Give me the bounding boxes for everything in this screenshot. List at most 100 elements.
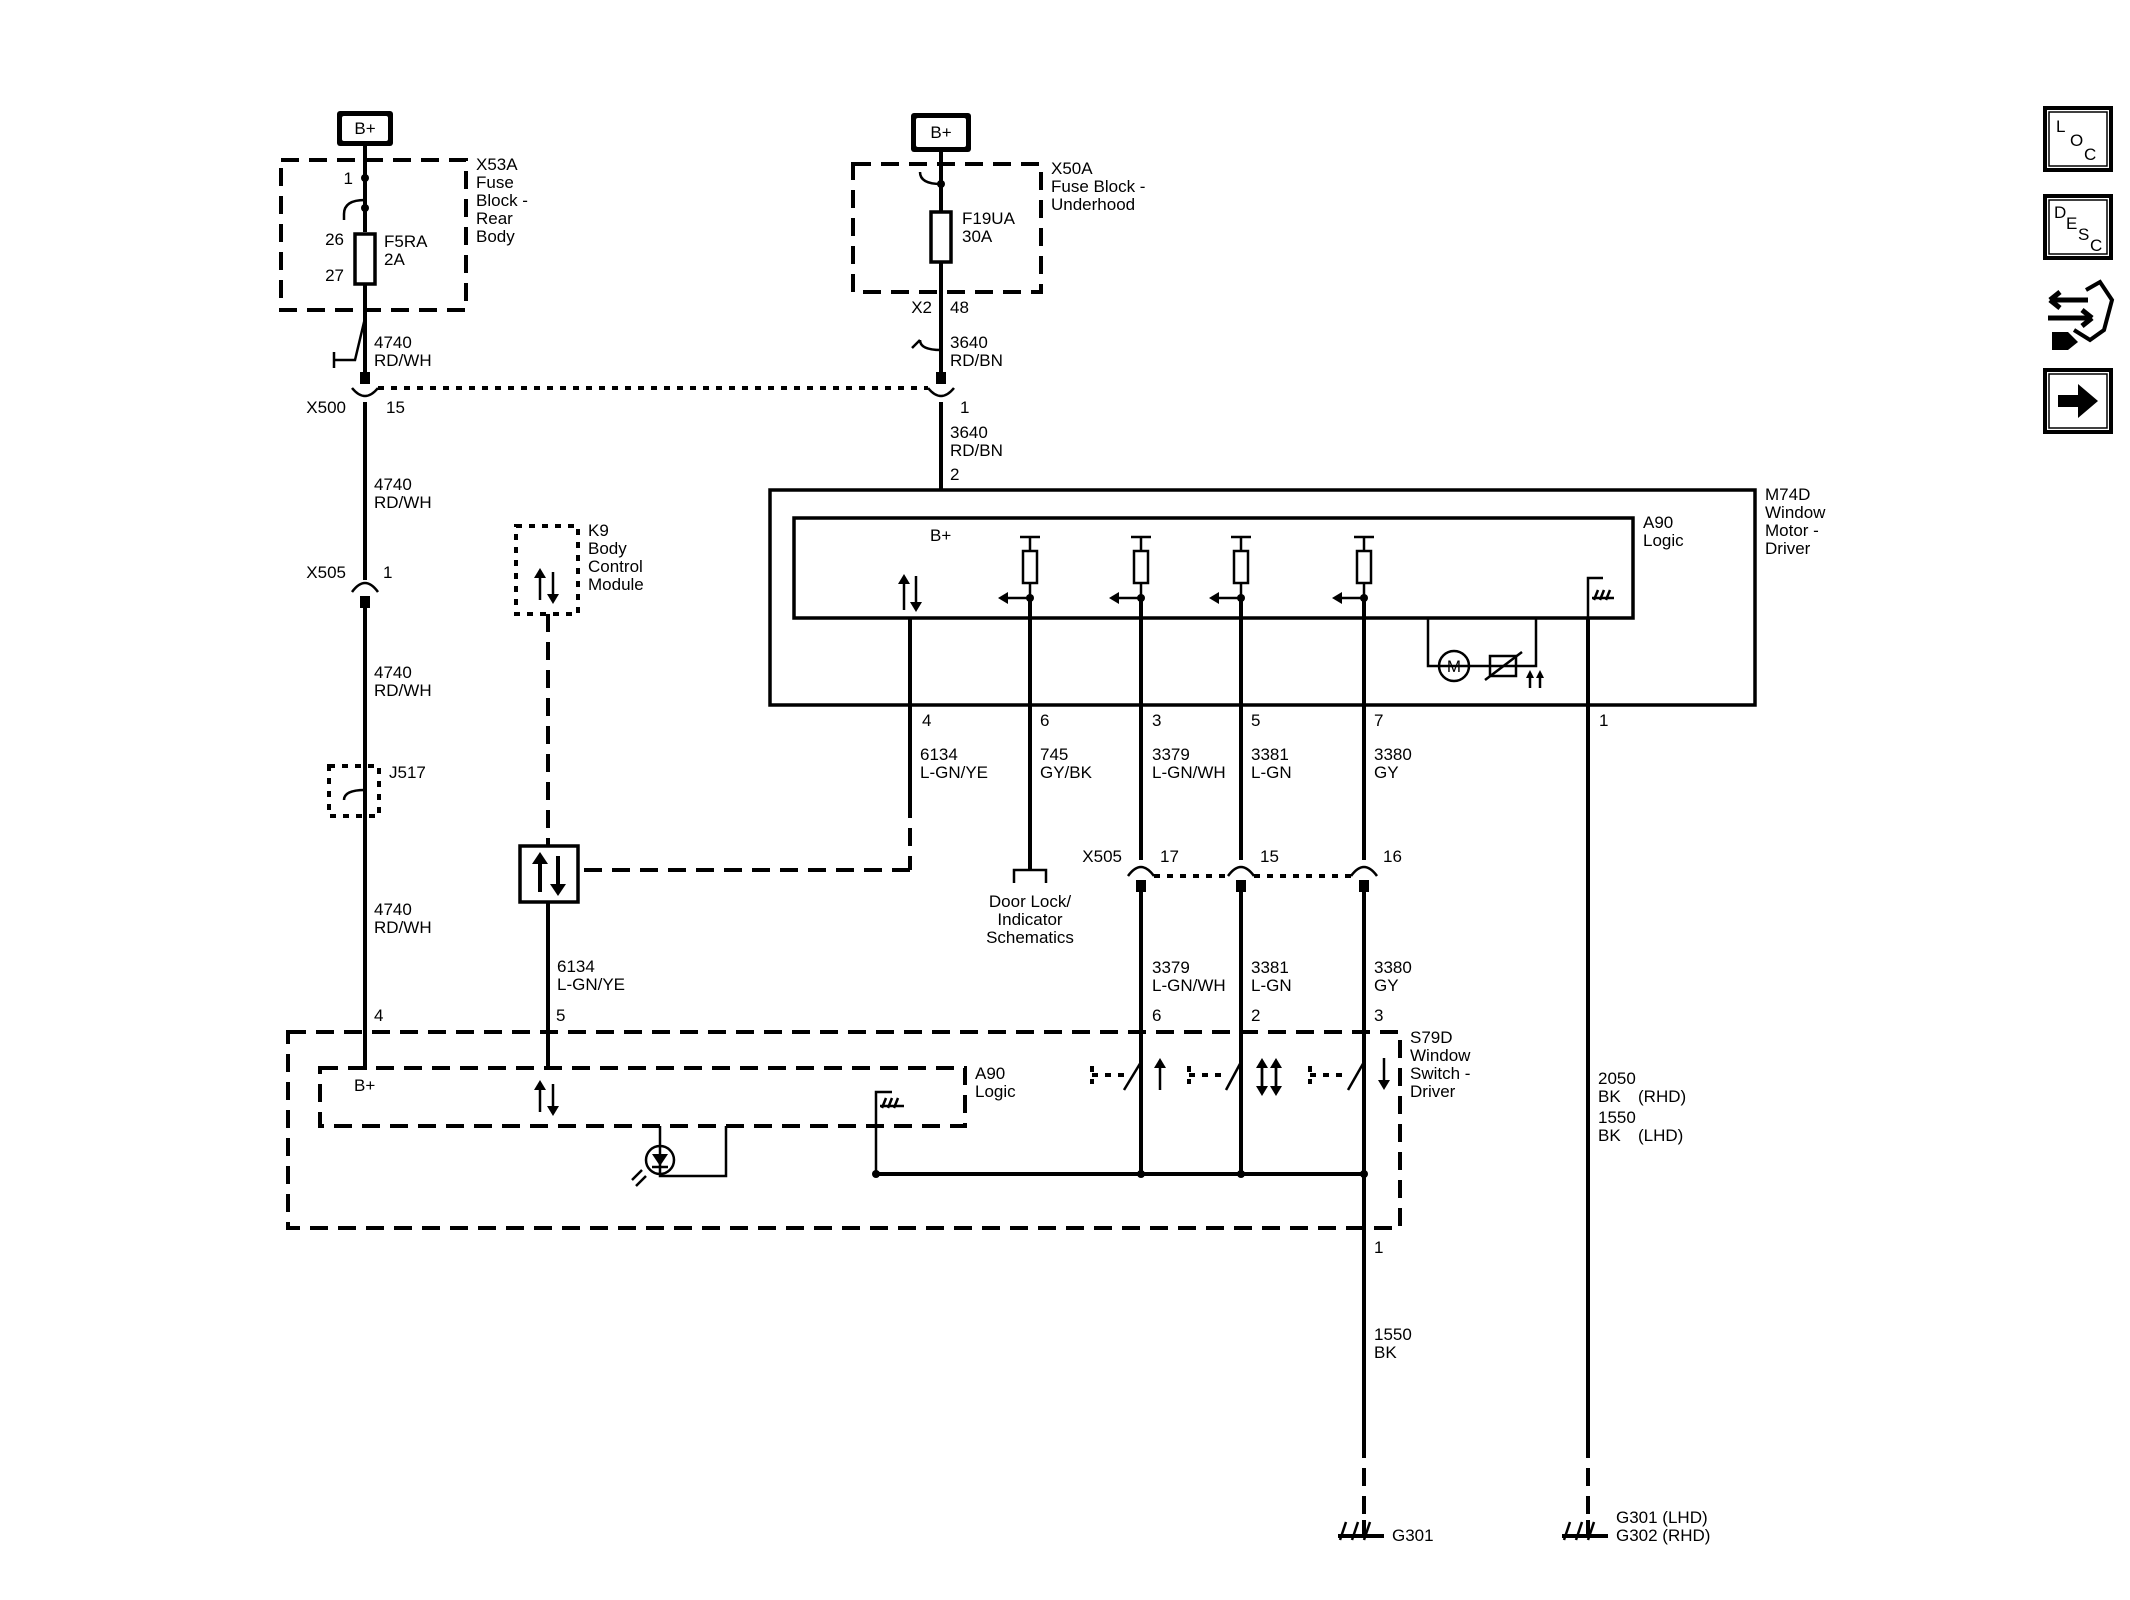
fuse-rear-pin-a: 26	[325, 230, 344, 249]
x500-pin-a: 15	[386, 398, 405, 417]
x505-top-pin: 1	[383, 563, 392, 582]
j517-label: J517	[389, 763, 426, 782]
fuse-block-underhood-name-1: Fuse Block -	[1051, 177, 1145, 196]
wire-3380-a-num: 3380	[1374, 745, 1412, 764]
next-button[interactable]	[2043, 368, 2113, 434]
switch-logic-label: Logic	[975, 1082, 1016, 1101]
switch-bplus: B+	[354, 1076, 375, 1095]
bcm-bidirectional-icon	[534, 568, 559, 604]
wire-2050-num: 2050	[1598, 1069, 1636, 1088]
x505-top-label: X505	[306, 563, 346, 582]
switch-name-2: Switch -	[1410, 1064, 1470, 1083]
wire-4740-a-num: 4740	[374, 333, 412, 352]
window-motor-outline	[768, 488, 1757, 707]
motor-pin-1: 1	[1599, 711, 1608, 730]
loc-letter-3: C	[2084, 145, 2096, 164]
switch-logic-id: A90	[975, 1064, 1005, 1083]
motor-pin-6: 6	[1040, 711, 1049, 730]
fuse-rear-pin-b: 27	[325, 266, 344, 285]
wire-1550-lhd-num: 1550	[1598, 1108, 1636, 1127]
loc-letter-2: O	[2070, 131, 2083, 150]
switch-pin-4: 4	[374, 1006, 383, 1025]
ground-g301-lhd-label: G301 (LHD)	[1616, 1508, 1708, 1527]
switch-contacts-icon	[1090, 1058, 1390, 1096]
wire-4740-c-color: RD/WH	[374, 681, 432, 700]
connector-stub-icon-2	[332, 317, 367, 368]
bplus-label-2: B+	[930, 123, 951, 142]
wire-4740-d-color: RD/WH	[374, 918, 432, 937]
desc-letter-3: S	[2078, 225, 2089, 244]
wire-6134-a-color: L-GN/YE	[920, 763, 988, 782]
window-switch-outline	[286, 1030, 1402, 1230]
wire-3381-b-color: L-GN	[1251, 976, 1292, 995]
x500-connector-right-icon	[927, 387, 955, 398]
wire-3640-b-num: 3640	[950, 423, 988, 442]
logic-ground-icon	[1586, 576, 1614, 618]
wire-3379-a-num: 3379	[1152, 745, 1190, 764]
wire-1550-lhd-color: BK	[1598, 1126, 1621, 1145]
j517-splice-outline	[327, 764, 381, 818]
bidirectional-arrow-icon	[898, 574, 922, 612]
serial-data-icon	[518, 844, 580, 904]
loc-button[interactable]: L O C	[2043, 106, 2113, 172]
x505-mid-connector	[1126, 865, 1379, 892]
switch-pin-5: 5	[556, 1006, 565, 1025]
wire-1550-lhd-variant: (LHD)	[1638, 1126, 1683, 1145]
wire-3640-a-color: RD/BN	[950, 351, 1003, 370]
arrow-right-icon	[2058, 384, 2098, 418]
motor-pin-top: 2	[950, 465, 959, 484]
wire-3380-b-num: 3380	[1374, 958, 1412, 977]
wire-2050-variant: (RHD)	[1638, 1087, 1686, 1106]
motor-pin-5: 5	[1251, 711, 1260, 730]
door-lock-line-1: Door Lock/	[989, 892, 1071, 911]
input-resistor-icons	[998, 535, 1374, 604]
fuse-underhood-name: F19UA	[962, 209, 1016, 228]
fuse-underhood-stub-icon	[918, 171, 942, 186]
wire-745-color: GY/BK	[1040, 763, 1093, 782]
wrench-icon	[2072, 279, 2115, 343]
wire-3380-b-color: GY	[1374, 976, 1399, 995]
bplus-label-1: B+	[354, 119, 375, 138]
wire-4740-b-num: 4740	[374, 475, 412, 494]
ground-g301-label: G301	[1392, 1526, 1434, 1545]
door-lock-line-3: Schematics	[986, 928, 1074, 947]
fuse-rear-rating: 2A	[384, 250, 405, 269]
motor-name-3: Driver	[1765, 539, 1811, 558]
connector-stub-icon-3	[911, 339, 942, 352]
loc-letter-1: L	[2056, 117, 2065, 136]
serial-data-arrows-icon	[532, 852, 566, 896]
fuse-block-rear-name-2: Block -	[476, 191, 528, 210]
switch-pin-2: 2	[1251, 1006, 1260, 1025]
x500-pin-b: 1	[960, 398, 969, 417]
motor-pin-3: 3	[1152, 711, 1161, 730]
motor-pin-7: 7	[1374, 711, 1383, 730]
desc-button[interactable]: D E S C	[2043, 194, 2113, 260]
motor-name-1: Window	[1765, 503, 1826, 522]
door-lock-line-2: Indicator	[997, 910, 1063, 929]
fuse-block-underhood-name-2: Underhood	[1051, 195, 1135, 214]
x505-mid-pin-16: 16	[1383, 847, 1402, 866]
wire-1550-color: BK	[1374, 1343, 1397, 1362]
motor-m-icon: M	[1426, 618, 1544, 688]
connector-tools-button[interactable]	[2048, 279, 2115, 350]
wire-6134-b-num: 6134	[557, 957, 595, 976]
motor-logic-outline	[792, 516, 1635, 620]
x500-connector-left-icon	[351, 387, 379, 398]
wire-3379-b-color: L-GN/WH	[1152, 976, 1226, 995]
bcm-id: K9	[588, 521, 609, 540]
wire-2050-color: BK	[1598, 1087, 1621, 1106]
j517-stub-icon	[342, 788, 366, 801]
fuse-f5ra-icon	[353, 232, 377, 286]
battery-terminal-1: B+	[337, 111, 393, 146]
wire-4740-a-color: RD/WH	[374, 351, 432, 370]
x505-connector-top-icon	[350, 581, 380, 593]
motor-name-2: Motor -	[1765, 521, 1819, 540]
wire-4740-d-num: 4740	[374, 900, 412, 919]
battery-terminal-2: B+	[911, 113, 971, 152]
wire-3381-a-num: 3381	[1251, 745, 1289, 764]
fuse-rear-pin-in: 1	[344, 169, 353, 188]
ground-g302-rhd-label: G302 (RHD)	[1616, 1526, 1710, 1545]
fuse-block-rear-id: X53A	[476, 155, 518, 174]
switch-pin-6: 6	[1152, 1006, 1161, 1025]
